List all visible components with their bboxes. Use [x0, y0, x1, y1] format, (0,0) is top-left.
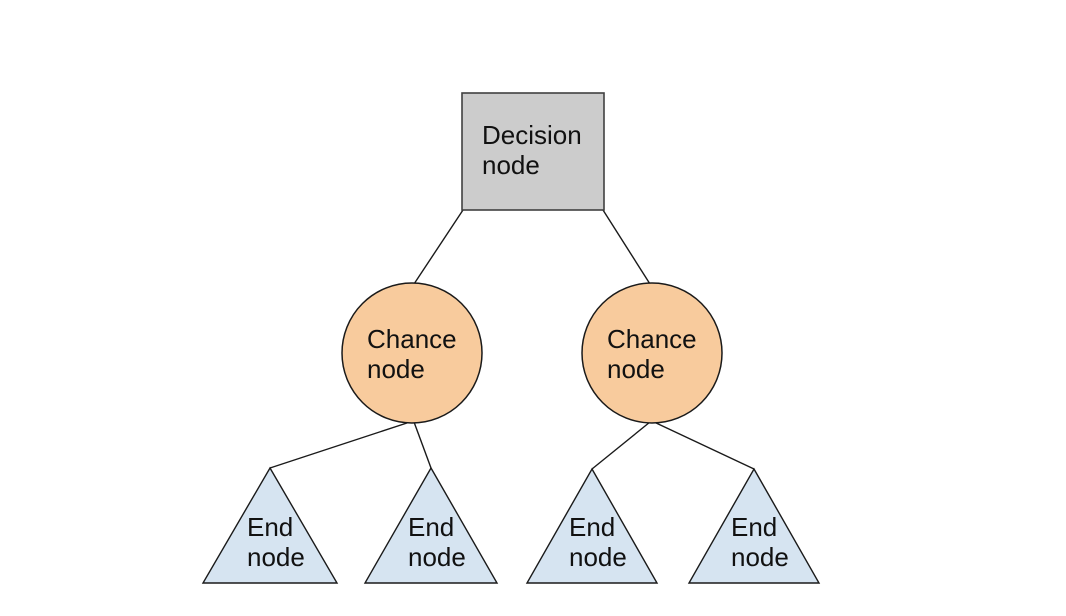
edge-chance-right-to-end-4	[653, 421, 755, 470]
edge-chance-left-to-end-2	[413, 421, 432, 469]
end-node-1-border	[201, 466, 339, 584]
end-node-1-shape	[203, 468, 337, 583]
end-node-2-border	[363, 466, 499, 584]
end-node-4-border	[687, 467, 821, 584]
chance-node-left-shape	[342, 283, 482, 423]
end-node-2-shape	[365, 468, 497, 583]
edge-chance-right-to-end-3	[591, 421, 651, 470]
end-node-3-border	[525, 467, 659, 584]
end-node-3-shape	[527, 469, 657, 583]
edge-decision-to-chance-left	[413, 209, 464, 285]
end-node-4-shape	[689, 469, 819, 583]
chance-node-right-border	[581, 282, 723, 424]
edge-group	[269, 209, 755, 470]
decision-node-border	[461, 92, 605, 211]
chance-node-right-shape	[582, 283, 722, 423]
decision-node-shape	[462, 93, 604, 210]
chance-node-left-border	[341, 282, 483, 424]
edge-decision-to-chance-right	[602, 209, 651, 285]
edge-chance-left-to-end-1	[269, 421, 411, 469]
